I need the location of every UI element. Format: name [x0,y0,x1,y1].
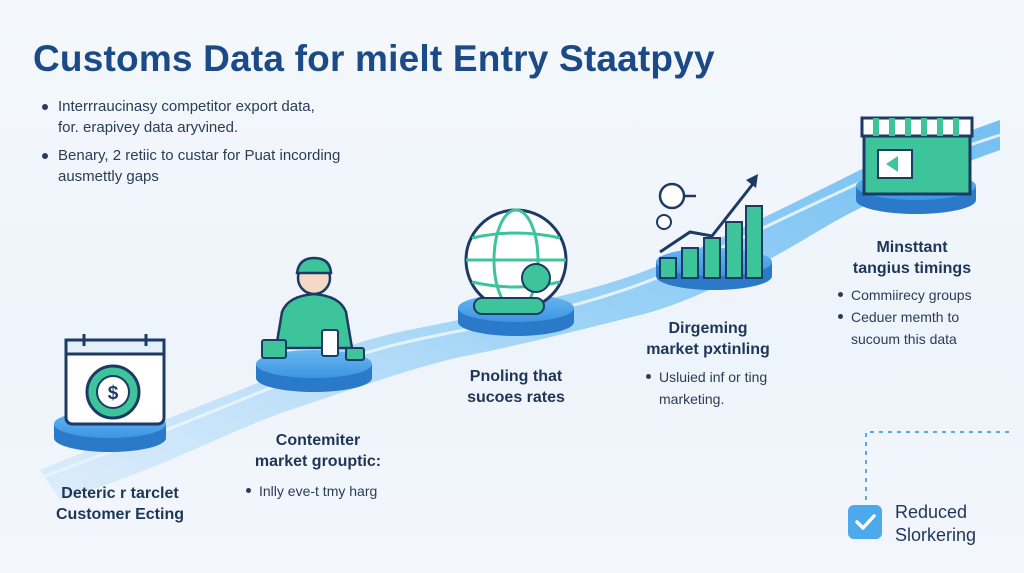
page-title: Customs Data for mielt Entry Staatpyy [33,38,715,79]
intro-bullet-line: Interrraucinasy competitor export data, [58,98,315,115]
step-4-bullet: Usluied inf or ting marketing. [646,366,767,410]
dashed-connector [865,431,1010,500]
step-2-label-line: market grouptic: [254,453,382,470]
intro-bullet-line: Benary, 2 retiic to custar for Puat inco… [58,147,341,164]
reduced-badge-text: Reduced Slorkering [895,501,976,547]
intro-bullet-list: Interrraucinasy competitor export data, … [40,96,400,194]
reduced-badge-line: Slorkering [895,525,977,545]
intro-bullet-line: for. erapivey data aryvined. [58,119,239,136]
growth-chart-icon [656,174,763,279]
storefront-icon [860,116,974,196]
bullet-dot [246,487,251,493]
step-5-bullet-text: Commiirecy groups [851,287,972,303]
bullet-dot [838,313,843,319]
step-3-label-line: Pnoling that [469,368,563,385]
step-1-label-line: Customer Ecting [55,506,184,523]
step-5-bullet-text: Ceduer memth to [851,309,960,325]
bullet-dot [646,373,651,379]
intro-bullet-line: ausmettly gaps [58,168,159,185]
step-5-label: Minsttant tangius timings [824,237,1000,279]
step-1-label: Deteric r tarclet Customer Ecting [30,483,210,525]
step-5-bullet-text: sucoum this data [851,331,957,347]
analyst-person-icon [261,256,365,361]
step-4-label: Dirgeming market pxtinling [628,318,788,360]
step-4-label-line: market pxtinling [646,341,770,358]
step-3-label-line: sucoes rates [467,389,565,406]
step-2-platform [256,350,372,392]
step-5-bullets: Commiirecy groups Ceduer memth to sucoum… [838,284,972,350]
step-4-bullet-text: Usluied inf or ting [659,369,768,385]
step-4-label-line: Dirgeming [668,320,748,337]
reduced-badge-line: Reduced [895,502,968,522]
checkbox-icon [848,505,882,539]
step-3-label: Pnoling that sucoes rates [436,366,596,408]
dollar-calendar-icon: $ [64,334,166,426]
globe-icon [464,208,568,315]
step-4-bullet-text: marketing. [659,391,725,407]
svg-text:$: $ [108,383,119,404]
intro-bullet: Interrraucinasy competitor export data, … [40,96,400,138]
step-2-label: Contemiter market grouptic: [228,430,408,472]
step-1-label-line: Deteric r tarclet [61,485,179,502]
step-5-label-line: tangius timings [852,260,972,277]
bullet-dot [838,291,843,297]
step-2-bullet: Inlly eve-t tmy harg [246,480,377,502]
intro-bullet: Benary, 2 retiic to custar for Puat inco… [40,145,400,187]
step-2-bullet-text: Inlly eve-t tmy harg [259,483,378,499]
step-5-label-line: Minsttant [876,239,948,256]
step-2-label-line: Contemiter [275,432,361,449]
